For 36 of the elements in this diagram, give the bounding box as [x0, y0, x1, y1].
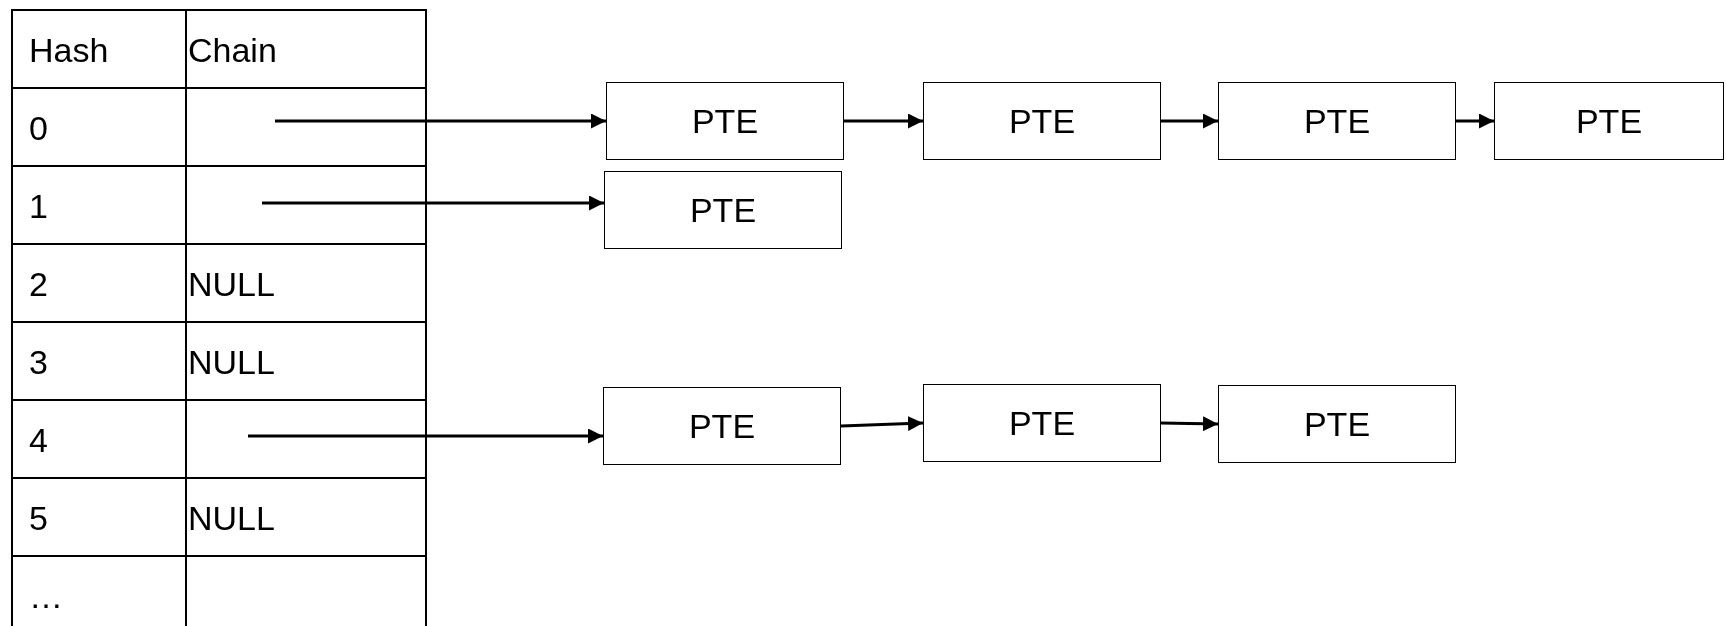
pte-box [604, 171, 842, 249]
arrow [1456, 113, 1494, 129]
pte-box [923, 82, 1161, 160]
arrow [262, 195, 604, 211]
table-cell-text: NULL [188, 345, 275, 379]
table-cell-text: NULL [188, 501, 275, 535]
arrow [1161, 113, 1218, 129]
table-cell-text: 3 [29, 345, 48, 379]
pte-label: PTE [1008, 101, 1076, 141]
arrow [1160, 416, 1219, 432]
pte-box [606, 82, 844, 160]
pte-box [1218, 385, 1456, 463]
pte-box [1494, 82, 1724, 160]
table-cell-text: NULL [188, 267, 275, 301]
table-cell-text: 4 [29, 423, 48, 457]
table-cell-text: 5 [29, 501, 48, 535]
pte-label: PTE [1575, 101, 1643, 141]
pte-label: PTE [1303, 404, 1371, 444]
pte-label: PTE [691, 101, 759, 141]
pte-box [603, 387, 841, 465]
pte-label: PTE [689, 190, 757, 230]
arrow [275, 113, 606, 129]
arrow [844, 113, 923, 129]
pte-box [923, 384, 1161, 462]
pte-label: PTE [1008, 403, 1076, 443]
arrow [840, 416, 924, 432]
table-cell-text: 0 [29, 111, 48, 145]
arrow [248, 428, 603, 444]
table-cell-text: Hash [29, 33, 109, 67]
pte-label: PTE [688, 406, 756, 446]
table-cell-text: Chain [188, 33, 277, 67]
pte-box [1218, 82, 1456, 160]
pte-label: PTE [1303, 101, 1371, 141]
table-cell-text: 2 [29, 267, 48, 301]
table-cell-text: 1 [29, 189, 48, 223]
table-cell-text: … [29, 579, 63, 613]
